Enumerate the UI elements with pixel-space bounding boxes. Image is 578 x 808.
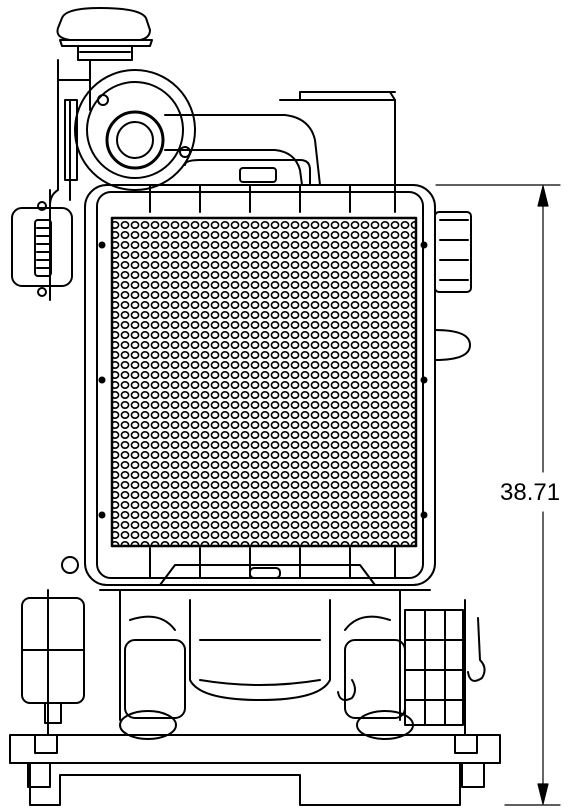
right-sensor-bracket <box>434 211 472 361</box>
radiator-outlet <box>159 564 376 586</box>
radiator-header <box>184 159 311 186</box>
lifting-hooks <box>337 617 486 701</box>
turbocharger <box>64 69 196 201</box>
oil-pan <box>99 589 431 721</box>
height-dimension-label: 38.71 <box>500 479 560 506</box>
shroud-bolts <box>98 241 428 519</box>
base-skid <box>9 589 501 806</box>
engine-mounts <box>119 639 414 740</box>
left-alternator <box>11 201 73 297</box>
exhaust-pipe <box>164 91 396 186</box>
height-dimension-lines <box>435 184 561 806</box>
air-intake-cap <box>56 7 153 61</box>
right-battery <box>404 609 464 726</box>
left-filter <box>21 556 85 724</box>
radiator-core <box>110 216 418 548</box>
